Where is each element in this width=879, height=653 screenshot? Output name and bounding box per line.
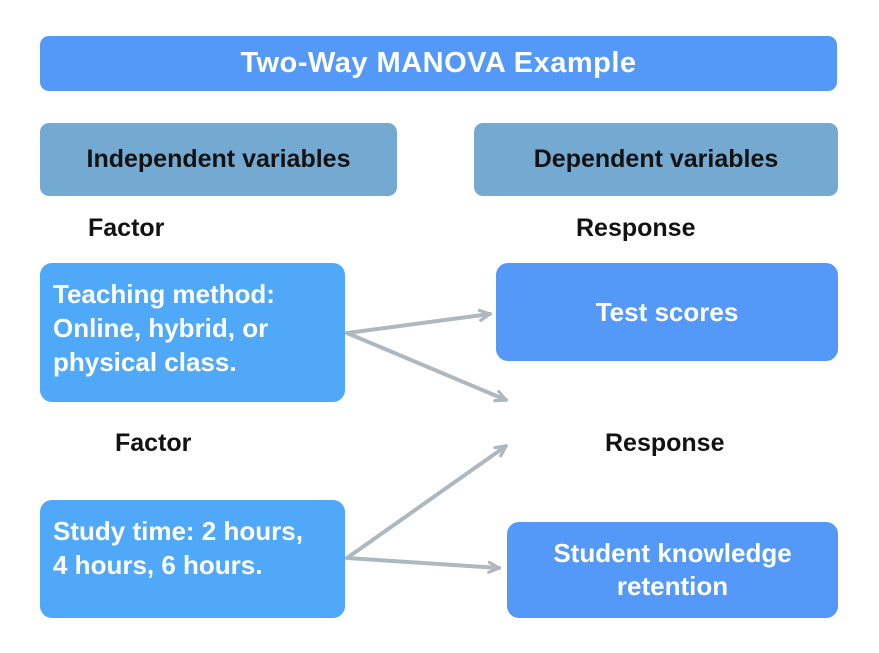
dependent-variables-header: Dependent variables [474, 123, 838, 196]
title-banner: Two-Way MANOVA Example [40, 36, 837, 91]
arrow-study-to-retention-icon [345, 556, 501, 574]
independent-variables-header: Independent variables [40, 123, 397, 196]
arrow-teaching-to-retention-icon [345, 331, 508, 403]
study-time-factor-box: Study time: 2 hours, 4 hours, 6 hours. [40, 500, 345, 618]
response-label-1: Response [576, 214, 696, 242]
factor-label-2: Factor [115, 429, 192, 457]
response-label-2: Response [605, 429, 725, 457]
dependent-variables-label: Dependent variables [533, 145, 779, 173]
test-scores-response-box: Test scores [496, 263, 838, 361]
factor-label-1: Factor [88, 214, 165, 242]
arrow-teaching-to-testscores-icon [345, 308, 492, 335]
student-knowledge-retention-response-box: Student knowledge retention [507, 522, 838, 618]
independent-variables-label: Independent variables [86, 145, 351, 173]
page-title: Two-Way MANOVA Example [240, 47, 637, 79]
arrow-study-to-testscores-icon [345, 444, 508, 560]
teaching-method-factor-box: Teaching method: Online, hybrid, or phys… [40, 263, 345, 402]
